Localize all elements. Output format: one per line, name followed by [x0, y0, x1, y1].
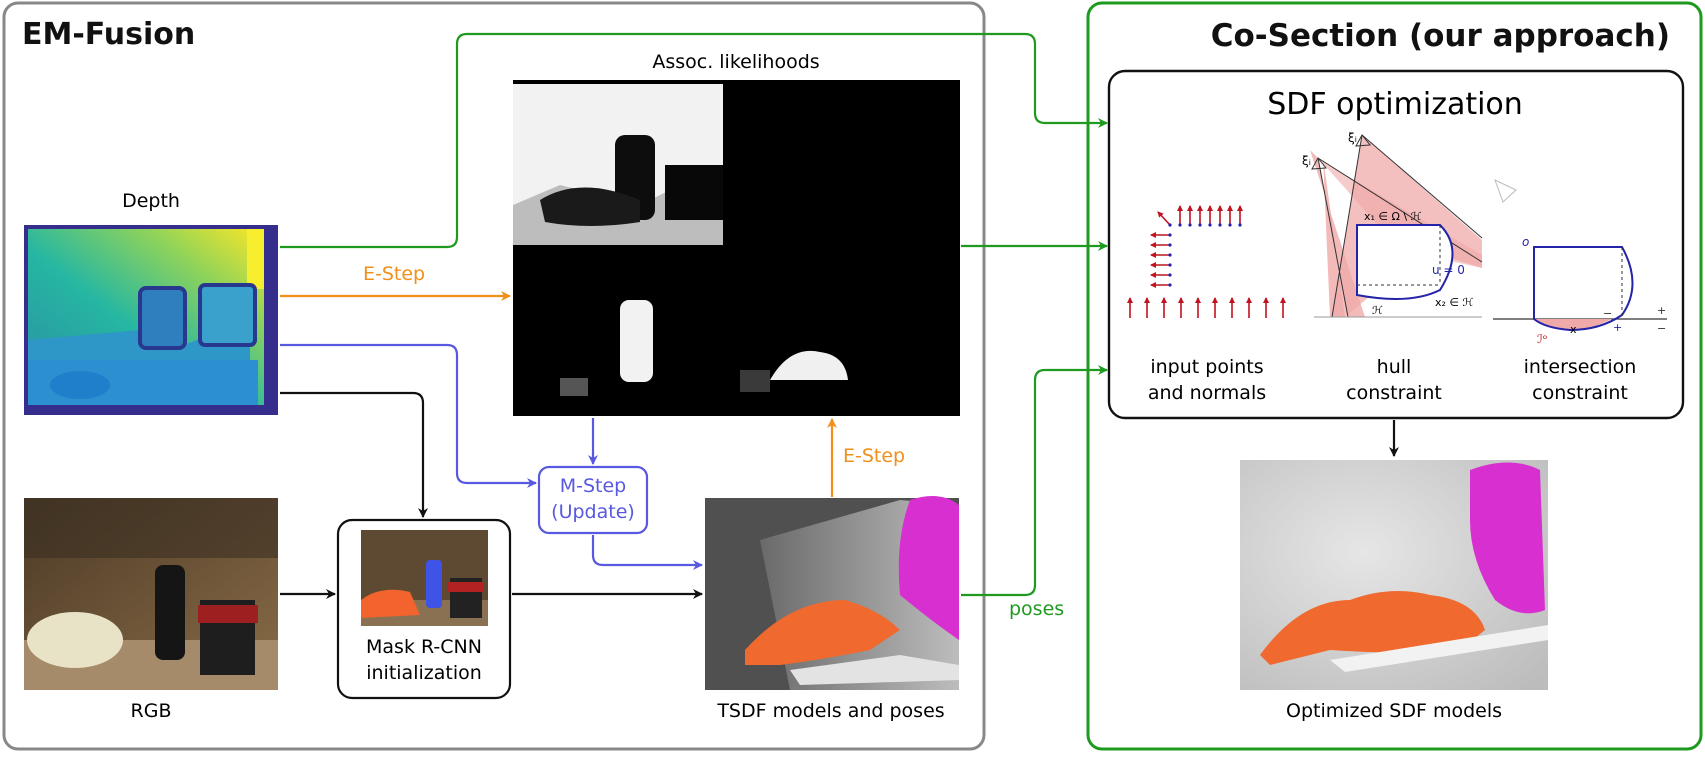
inter-plus-b: + [1657, 304, 1666, 317]
constraint-intersection-line2: constraint [1532, 382, 1628, 404]
rgb-image [24, 498, 278, 690]
poses-label: poses [1009, 598, 1064, 620]
inter-minus-b: − [1657, 322, 1666, 335]
hull-x1: x₁ ∈ Ω \ ℋ [1364, 210, 1422, 223]
co-section-panel [1086, 1, 1703, 751]
hull-H: ℋ [1372, 304, 1383, 317]
m-step-box [537, 465, 649, 535]
constraint-input-line1: input points [1150, 356, 1263, 378]
hull-xi-b: ξᵢ [1302, 154, 1311, 168]
hull-xi-a: ξᵢ [1348, 131, 1357, 145]
depth-image [24, 225, 278, 415]
mask-rcnn-image [361, 530, 488, 626]
mstep-to-tsdf-arrow [591, 535, 703, 570]
inter-x: x [1570, 323, 1577, 336]
inter-minus-a: − [1603, 307, 1612, 320]
inter-plus-a: + [1613, 321, 1622, 334]
depth-label: Depth [122, 190, 180, 212]
constraint-hull-line1: hull [1377, 356, 1412, 378]
hull-constraint-illustration: ξᵢ ξᵢ x₁ ∈ Ω \ ℋ u = 0 x₂ ∈ ℋ ℋ [1302, 131, 1483, 318]
constraint-hull-line2: constraint [1346, 382, 1442, 404]
m-step-line1: M-Step [560, 475, 627, 497]
depth-to-sdf-arrow [280, 32, 1108, 249]
optimized-label: Optimized SDF models [1286, 700, 1502, 722]
em-fusion-title: EM-Fusion [22, 17, 195, 52]
inter-I: ℐᵒ [1537, 332, 1548, 346]
input-points-illustration [1127, 205, 1286, 318]
intersection-constraint-illustration: o x ℐᵒ + − + − [1493, 179, 1667, 346]
optimized-sdf-models-image [1240, 460, 1548, 690]
co-section-title: Co-Section (our approach) [1211, 18, 1670, 54]
hull-u0: u = 0 [1432, 263, 1465, 277]
assoc-likelihoods-image [513, 80, 960, 416]
inter-o: o [1522, 235, 1529, 249]
mask-rcnn-line2: initialization [366, 662, 482, 684]
constraint-input-line2: and normals [1148, 382, 1266, 404]
assoc-label: Assoc. likelihoods [652, 51, 819, 73]
e-step-right-label: E-Step [843, 445, 905, 467]
depth-to-mstep-arrow [280, 343, 537, 488]
mask-rcnn-line1: Mask R-CNN [366, 636, 482, 658]
constraint-intersection-line1: intersection [1524, 356, 1637, 378]
sdf-optimization-title: SDF optimization [1267, 87, 1523, 122]
tsdf-models-image [705, 496, 959, 690]
hull-x2: x₂ ∈ ℋ [1435, 296, 1473, 309]
tsdf-label: TSDF models and poses [716, 700, 944, 722]
poses-arrow [961, 365, 1108, 597]
rgb-label: RGB [131, 700, 172, 722]
e-step-top-label: E-Step [363, 263, 425, 285]
depth-to-maskrcnn-arrow [280, 391, 428, 518]
em-fusion-panel [2, 1, 986, 751]
m-step-line2: (Update) [551, 501, 635, 523]
